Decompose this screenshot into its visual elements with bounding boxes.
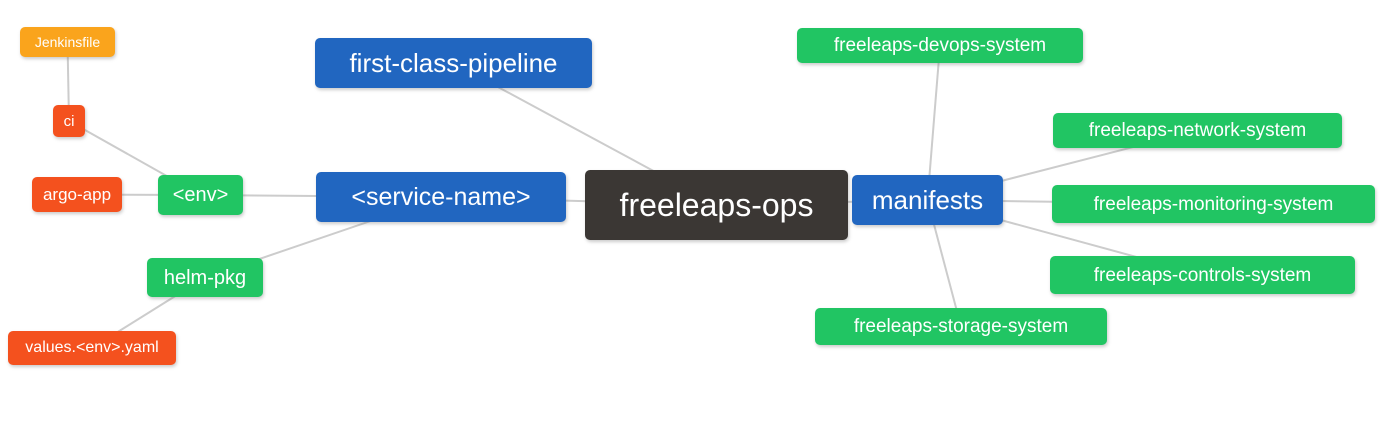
node-argo_app[interactable]: argo-app [32,177,122,212]
node-controls[interactable]: freeleaps-controls-system [1050,256,1355,294]
node-jenkinsfile[interactable]: Jenkinsfile [20,27,115,57]
node-values[interactable]: values.<env>.yaml [8,331,176,365]
node-ci[interactable]: ci [53,105,85,137]
node-devops[interactable]: freeleaps-devops-system [797,28,1083,63]
node-helm_pkg[interactable]: helm-pkg [147,258,263,297]
node-manifests[interactable]: manifests [852,175,1003,225]
node-ops[interactable]: freeleaps-ops [585,170,848,240]
node-service_name[interactable]: <service-name> [316,172,566,222]
node-first_class[interactable]: first-class-pipeline [315,38,592,88]
node-storage[interactable]: freeleaps-storage-system [815,308,1107,345]
node-network[interactable]: freeleaps-network-system [1053,113,1342,148]
node-env[interactable]: <env> [158,175,243,215]
node-monitoring[interactable]: freeleaps-monitoring-system [1052,185,1375,223]
